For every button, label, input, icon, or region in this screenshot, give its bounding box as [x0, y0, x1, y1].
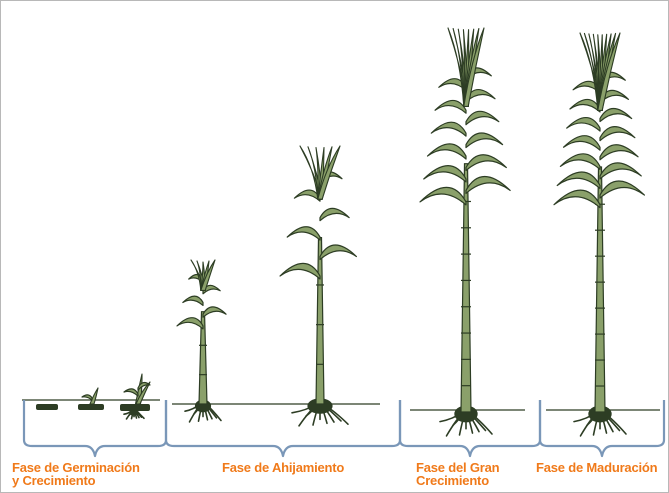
- leaf: [420, 187, 466, 205]
- leaf: [560, 154, 600, 170]
- ground-lines: [22, 400, 660, 410]
- root-mass: [130, 410, 139, 416]
- phase-label-tillering: Fase de Ahijamiento: [222, 461, 344, 474]
- leaf: [466, 155, 506, 171]
- phase-label-germination: Fase de Germinación y Crecimiento: [12, 461, 140, 487]
- leaf: [600, 127, 635, 141]
- leaf: [82, 395, 92, 400]
- phase-label-grand-growth: Fase del Gran Crecimiento: [416, 461, 499, 487]
- leaf: [203, 307, 226, 317]
- leaf: [435, 100, 466, 113]
- leaf: [466, 111, 499, 124]
- phase-label-maturation: Fase de Maduración: [536, 461, 657, 474]
- leaf: [424, 166, 466, 182]
- leaf: [320, 208, 349, 220]
- cane-cutting: [78, 404, 104, 410]
- leaf: [428, 144, 466, 159]
- leaf: [570, 99, 600, 112]
- leaf: [600, 163, 641, 179]
- leaf: [431, 122, 466, 136]
- leaf: [280, 263, 320, 279]
- plant-grand-growth: [420, 28, 510, 436]
- stem: [316, 238, 324, 404]
- leaf: [294, 190, 320, 201]
- leaf: [600, 181, 644, 198]
- leaf: [124, 389, 138, 396]
- plant-germination: [36, 374, 150, 419]
- leaf: [466, 133, 503, 148]
- plants-group: [36, 28, 644, 436]
- leaf: [287, 227, 320, 240]
- leaf: [600, 109, 632, 122]
- leaf: [600, 145, 638, 160]
- cane-cutting: [120, 404, 150, 411]
- cane-cutting: [36, 404, 58, 410]
- leaf: [177, 318, 203, 329]
- plant-maturation: [554, 33, 644, 436]
- leaf: [466, 176, 510, 193]
- leaf: [567, 118, 600, 132]
- plant-tillering-large: [280, 146, 356, 426]
- plant-tillering-small: [177, 260, 226, 422]
- leaf: [320, 245, 356, 260]
- leaf: [564, 136, 600, 151]
- leaf: [183, 296, 203, 305]
- leaf: [557, 172, 600, 189]
- leaf: [554, 190, 600, 208]
